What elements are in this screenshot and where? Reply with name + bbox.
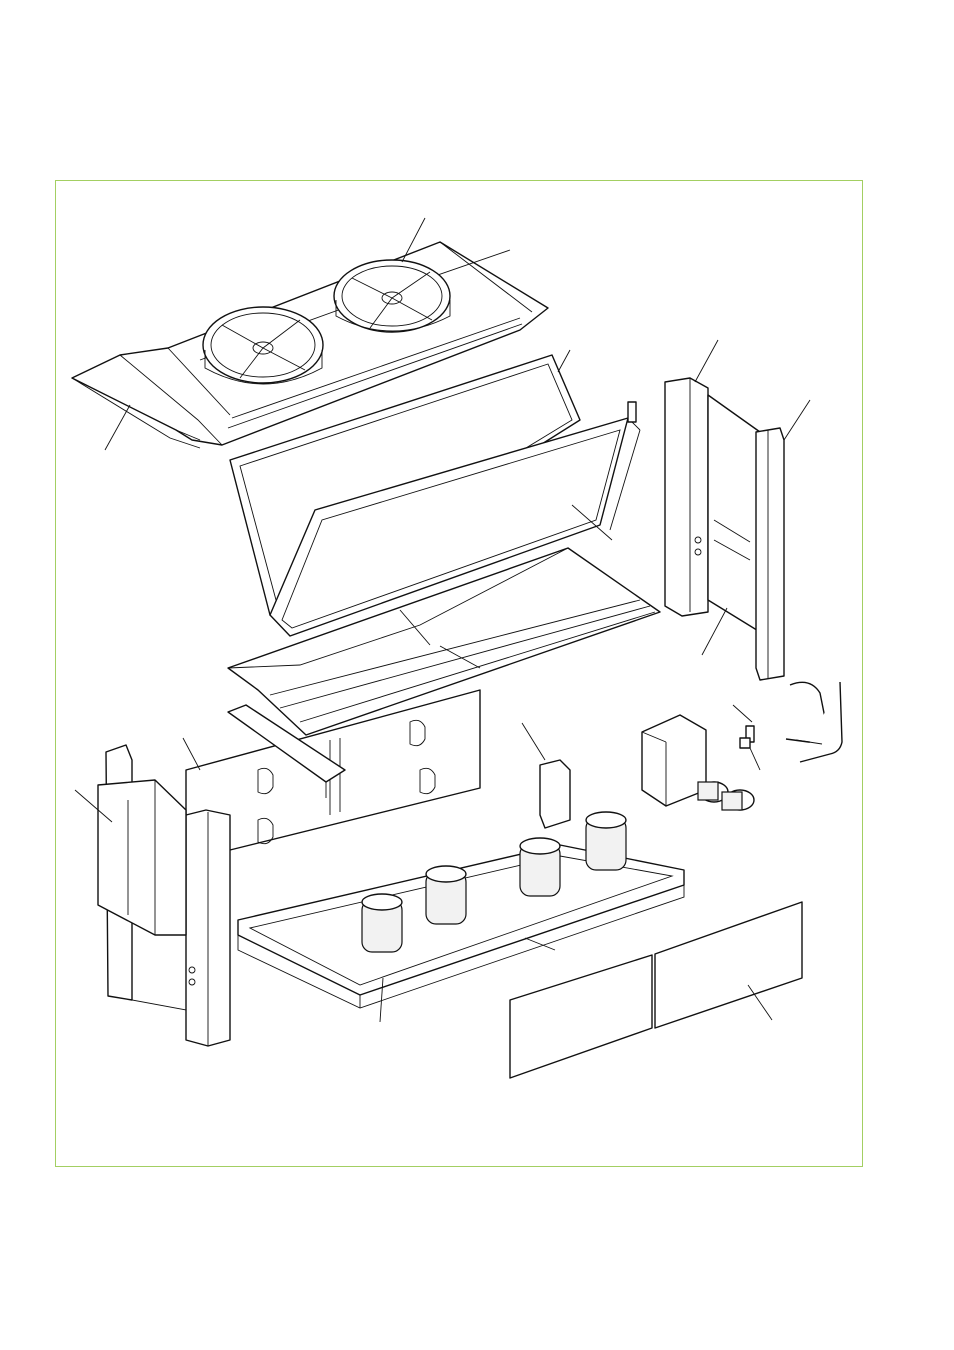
refrigerant-pipes	[739, 681, 843, 763]
fan-2	[333, 259, 451, 333]
compressor-3	[519, 837, 561, 897]
filter-drier-2	[721, 789, 755, 811]
front-panel-left	[509, 954, 653, 1079]
compressor-4	[585, 811, 627, 871]
front-panel-right	[654, 901, 803, 1029]
diagram-frame	[55, 180, 863, 1167]
condenser-coil	[229, 354, 641, 637]
partition-deck	[227, 547, 661, 736]
compressor-2	[425, 865, 467, 925]
leader-lines	[74, 217, 811, 1023]
compressor-bracket	[539, 759, 571, 829]
electrical-box	[97, 779, 187, 936]
compressor-1	[361, 893, 403, 953]
fan-1	[202, 306, 324, 385]
right-frame-back	[707, 394, 785, 681]
right-frame-front	[664, 377, 709, 617]
top-rail	[227, 704, 346, 798]
receiver	[641, 714, 707, 807]
filter-drier-1	[697, 781, 729, 803]
